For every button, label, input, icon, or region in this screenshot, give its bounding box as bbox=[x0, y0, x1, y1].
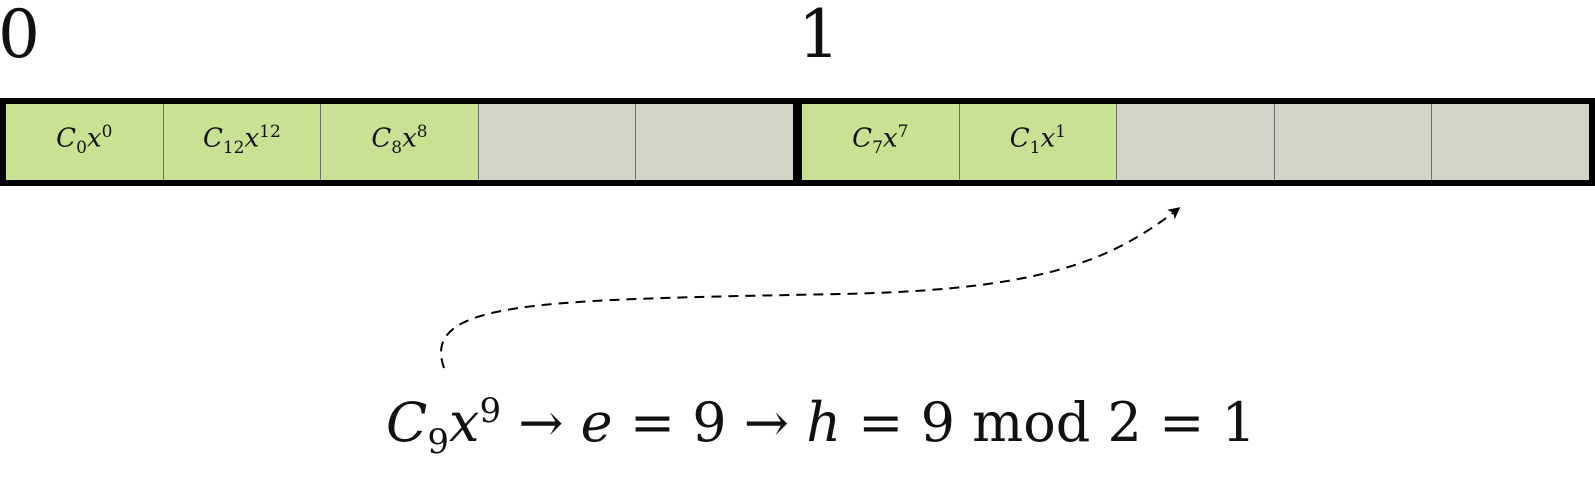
formula-e-var: e bbox=[580, 391, 613, 454]
term-sup: 0 bbox=[101, 122, 113, 143]
formula-var: x bbox=[448, 391, 480, 454]
term-sub: 0 bbox=[76, 137, 87, 158]
bucket-0-slot-0: C0x0 bbox=[6, 104, 163, 180]
bucket-1-slot-2 bbox=[1116, 104, 1274, 180]
term-coef: C bbox=[56, 123, 77, 154]
term-coef: C bbox=[1009, 123, 1030, 154]
hash-formula: C9x9 → e = 9 → h = 9 mod 2 = 1 bbox=[386, 376, 1256, 477]
bucket-1-slot-0: C7x7 bbox=[802, 104, 959, 180]
term-label: C0x0 bbox=[56, 122, 112, 158]
term-sub: 12 bbox=[222, 137, 245, 158]
dashed-arrow-path bbox=[440, 207, 1181, 369]
term-sup: 8 bbox=[416, 122, 428, 143]
term-var: x bbox=[882, 123, 898, 154]
bucket-0-slot-4 bbox=[635, 104, 793, 180]
term-var: x bbox=[244, 123, 260, 154]
formula-eq-2: = bbox=[858, 391, 904, 454]
bucket-1-slot-1: C1x1 bbox=[958, 104, 1117, 180]
formula-h-val: 1 bbox=[1221, 391, 1256, 454]
formula-h-var: h bbox=[806, 391, 841, 454]
term-sub: 1 bbox=[1029, 137, 1041, 158]
term-coef: C bbox=[371, 123, 392, 154]
formula-coef-sub: 9 bbox=[427, 421, 449, 462]
term-label: C8x8 bbox=[371, 122, 427, 158]
formula-e-val: 9 bbox=[692, 391, 727, 454]
bucket-label-1: 1 bbox=[798, 0, 840, 73]
term-sup: 12 bbox=[259, 122, 281, 143]
term-var: x bbox=[402, 123, 417, 154]
bucket-label-0: 0 bbox=[0, 0, 40, 73]
term-label: C1x1 bbox=[1010, 122, 1066, 158]
bucket-0-slot-2: C8x8 bbox=[320, 104, 478, 180]
bucket-0-slot-1: C12x12 bbox=[162, 104, 321, 180]
term-var: x bbox=[1040, 123, 1056, 154]
formula-arrow-2: → bbox=[743, 391, 790, 454]
term-sub: 8 bbox=[391, 137, 403, 158]
formula-eq-3: = bbox=[1159, 391, 1205, 454]
bucket-0-slot-3 bbox=[477, 104, 636, 180]
formula-var-sup: 9 bbox=[479, 391, 502, 431]
term-var: x bbox=[86, 123, 102, 154]
term-sup: 1 bbox=[1055, 122, 1066, 143]
formula-eq-1: = bbox=[629, 391, 676, 454]
term-sup: 7 bbox=[897, 122, 909, 143]
formula-h-expr: 9 mod 2 bbox=[920, 391, 1142, 454]
term-sub: 7 bbox=[872, 137, 883, 158]
bucket-1-slot-4 bbox=[1431, 104, 1589, 180]
term-coef: C bbox=[852, 123, 873, 154]
term-coef: C bbox=[202, 123, 223, 154]
formula-coef: C bbox=[386, 391, 428, 454]
bucket-1-slot-3 bbox=[1273, 104, 1432, 180]
term-label: C7x7 bbox=[852, 122, 908, 158]
term-label: C12x12 bbox=[203, 122, 281, 158]
formula-arrow-1: → bbox=[518, 391, 564, 454]
insertion-arrow bbox=[440, 207, 1181, 369]
